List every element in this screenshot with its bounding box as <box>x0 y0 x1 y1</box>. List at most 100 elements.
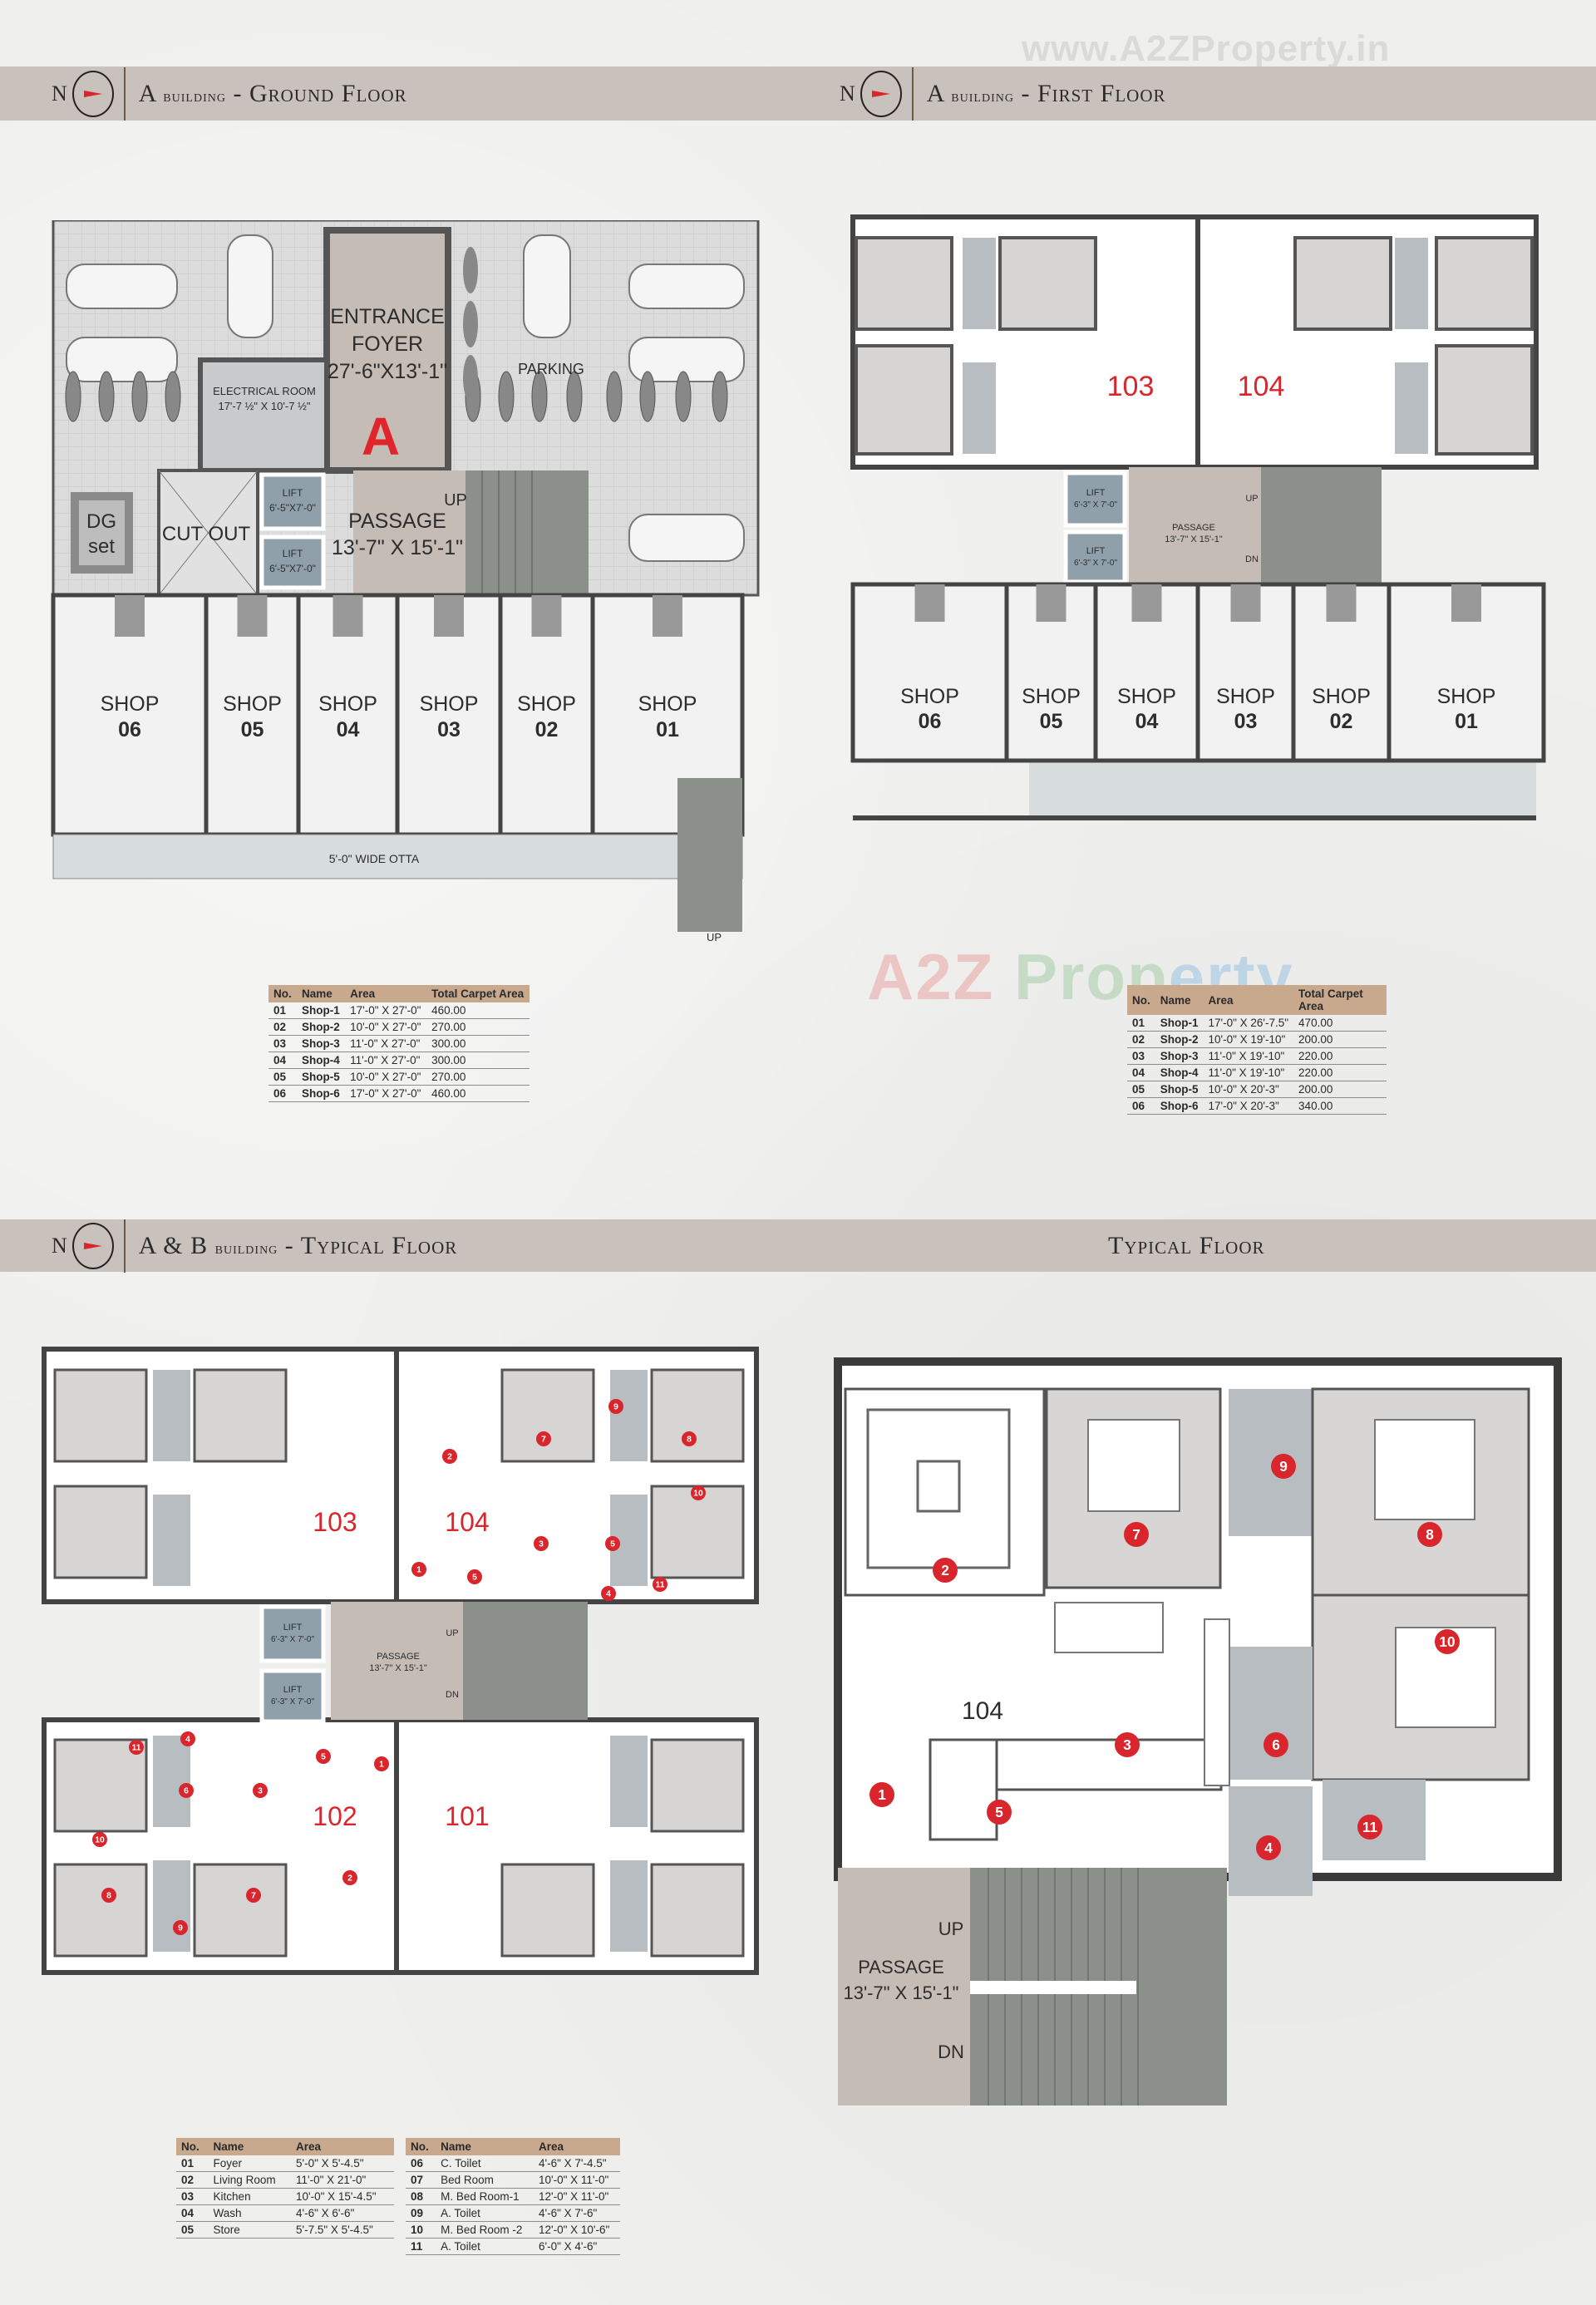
column-header: Total Carpet Area <box>1293 985 1387 1015</box>
room-marker <box>180 1731 195 1746</box>
ground-floor-plan: ENTRANCE FOYER 27'-6"X13'-1" A ELECTRICA… <box>42 220 761 943</box>
room-marker-number: 11 <box>132 1744 141 1753</box>
column-header: Name <box>208 2138 291 2155</box>
table-cell: 11'-0" X 27'-0" <box>345 1052 427 1069</box>
room-marker-number: 7 <box>1132 1526 1140 1543</box>
room-marker-number: 10 <box>693 1490 703 1499</box>
room-marker-number: 3 <box>1123 1736 1131 1753</box>
room-marker <box>536 1431 551 1446</box>
svg-text:13'-7" X 15'-1": 13'-7" X 15'-1" <box>369 1663 427 1673</box>
exit-staircase <box>677 778 742 932</box>
column-header: No. <box>176 2138 209 2155</box>
compass-icon <box>71 1222 114 1269</box>
column-header: No. <box>406 2138 436 2155</box>
table-cell: 470.00 <box>1293 1015 1387 1032</box>
lift <box>259 472 326 531</box>
svg-text:ENTRANCE: ENTRANCE <box>330 305 445 328</box>
room-marker <box>316 1749 331 1764</box>
svg-text:set: set <box>88 535 115 558</box>
svg-text:DN: DN <box>446 1690 459 1700</box>
bike-icon <box>463 247 478 293</box>
section-title-typical-ab: N A & B building - Typical Floor <box>52 1219 457 1273</box>
table-cell: 10 <box>406 2221 436 2239</box>
room-marker <box>1357 1815 1382 1840</box>
room-marker <box>534 1536 549 1551</box>
bike-icon <box>639 371 656 422</box>
shop-number: 04 <box>337 718 360 741</box>
room-marker <box>246 1888 261 1903</box>
svg-text:6'-3" X 7'-0": 6'-3" X 7'-0" <box>1074 500 1118 510</box>
room-marker-number: 5 <box>321 1753 326 1762</box>
table-cell: 01 <box>1127 1015 1155 1032</box>
table-cell: 06 <box>406 2155 436 2172</box>
shop-number: 06 <box>919 710 942 733</box>
staircase <box>1261 467 1382 584</box>
table-cell: 11'-0" X 19'-10" <box>1203 1064 1294 1081</box>
table-cell: 200.00 <box>1293 1031 1387 1048</box>
room-marker-number: 4 <box>606 1590 611 1599</box>
room-marker-number: 6 <box>184 1787 189 1796</box>
table-cell: 6'-0" X 4'-6" <box>533 2238 620 2255</box>
shop-label: SHOP <box>223 692 282 716</box>
table-cell: 220.00 <box>1293 1047 1387 1065</box>
table-cell: 10'-0" X 20'-3" <box>1203 1081 1294 1098</box>
passage <box>331 1602 463 1720</box>
shop-label: SHOP <box>1216 685 1275 708</box>
table-cell: Shop-4 <box>1155 1064 1204 1081</box>
attached-toilet <box>1229 1389 1313 1536</box>
section-title-typical: Typical Floor <box>1108 1231 1265 1259</box>
table-cell: 270.00 <box>426 1068 530 1086</box>
room-marker <box>92 1832 107 1847</box>
room-marker-number: 8 <box>687 1436 692 1445</box>
room-marker-number: 1 <box>878 1786 886 1803</box>
room-marker-number: 3 <box>258 1787 263 1796</box>
column-header: Area <box>290 2138 394 2155</box>
room-marker-number: 5 <box>610 1540 615 1549</box>
room-marker <box>608 1399 623 1414</box>
flat-number: 103 <box>1107 371 1155 402</box>
svg-text:LIFT: LIFT <box>283 1623 303 1633</box>
table-cell: 4'-6" X 7'-4.5" <box>533 2155 620 2172</box>
column-header: Name <box>436 2138 534 2155</box>
svg-text:6'-5"X7'-0": 6'-5"X7'-0" <box>269 502 316 514</box>
header-band-top <box>0 66 1596 121</box>
room-marker-number: 9 <box>178 1924 183 1933</box>
table-cell: 04 <box>268 1052 297 1069</box>
table-cell: Foyer <box>208 2155 291 2172</box>
room-marker <box>653 1577 667 1592</box>
room-marker <box>467 1569 482 1584</box>
column-header: No. <box>268 985 297 1002</box>
shop-number: 03 <box>437 718 461 741</box>
lift <box>259 1604 326 1663</box>
table-cell: 11 <box>406 2238 436 2255</box>
svg-text:27'-6"X13'-1": 27'-6"X13'-1" <box>328 360 447 383</box>
column-header: Name <box>1155 985 1204 1015</box>
shop-label: SHOP <box>101 692 160 716</box>
table-cell: 11'-0" X 27'-0" <box>345 1035 427 1052</box>
bike-icon <box>712 371 728 422</box>
table-cell: 10'-0" X 27'-0" <box>345 1018 427 1036</box>
table-cell: 06 <box>1127 1097 1155 1115</box>
flat-number: 104 <box>962 1697 1003 1725</box>
table-cell: 200.00 <box>1293 1081 1387 1098</box>
svg-text:UP: UP <box>1245 494 1258 504</box>
shop-label: SHOP <box>517 692 576 716</box>
shop-number: 05 <box>241 718 264 741</box>
room-marker-number: 8 <box>106 1892 111 1901</box>
room-marker-number: 6 <box>1272 1736 1280 1753</box>
shop-label: SHOP <box>420 692 479 716</box>
